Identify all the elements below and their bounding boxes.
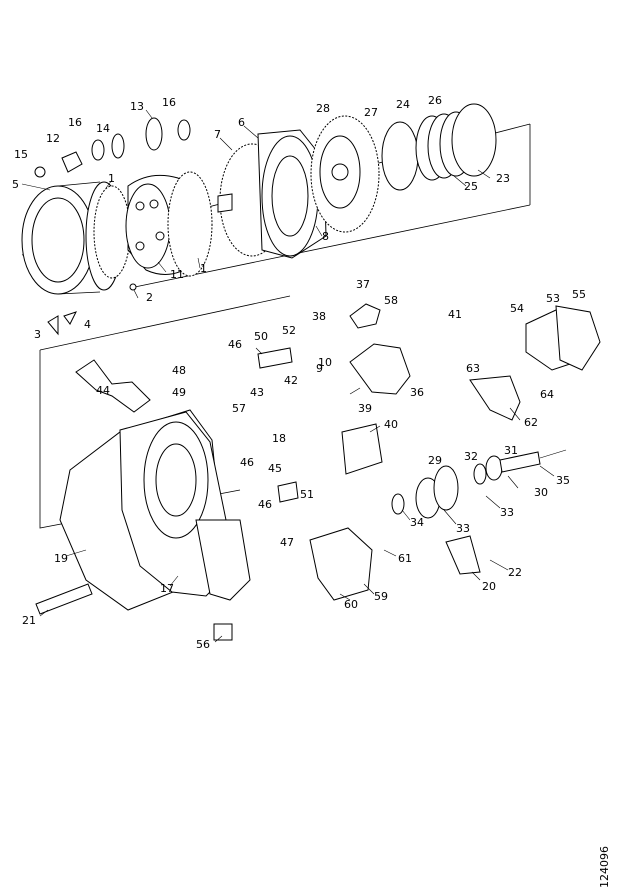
callout-49: 49	[172, 386, 186, 399]
shift-mechanism-part	[257, 303, 411, 503]
callout-33: 33	[456, 522, 470, 535]
callout-23: 23	[496, 172, 510, 185]
callout-50: 50	[254, 330, 268, 343]
callout-3: 3	[34, 328, 41, 341]
callout-28: 28	[316, 102, 330, 115]
callout-55: 55	[572, 288, 586, 301]
callout-24: 24	[396, 98, 410, 111]
callout-19: 19	[54, 552, 68, 565]
callout-16: 16	[162, 96, 176, 109]
callout-59: 59	[374, 590, 388, 603]
output-gear-housing-part	[217, 129, 327, 259]
callout-54: 54	[510, 302, 524, 315]
callout-52: 52	[282, 324, 296, 337]
callout-27: 27	[364, 106, 378, 119]
callout-6: 6	[238, 116, 245, 129]
callout-35: 35	[556, 474, 570, 487]
callout-9: 9	[316, 362, 323, 375]
pipe-plug-part	[35, 583, 233, 641]
callout-38: 38	[312, 310, 326, 323]
callout-16: 16	[68, 116, 82, 129]
leader-lines	[21, 109, 555, 643]
callout-44: 44	[96, 384, 110, 397]
callout-39: 39	[358, 402, 372, 415]
callout-1: 1	[200, 262, 207, 275]
callout-29: 29	[428, 454, 442, 467]
callout-20: 20	[482, 580, 496, 593]
gear-shaft-set-part	[391, 449, 567, 519]
callout-11: 11	[170, 268, 184, 281]
callout-57: 57	[232, 402, 246, 415]
callout-48: 48	[172, 364, 186, 377]
callout-14: 14	[96, 122, 110, 135]
document-number: 124096	[598, 846, 611, 888]
callout-4: 4	[84, 318, 91, 331]
callout-labels: 1 1 2 3 4 5 6 7 8 9 10 11 12 13 14 15 16…	[12, 94, 586, 651]
callout-46: 46	[240, 456, 254, 469]
callout-21: 21	[22, 614, 36, 627]
callout-34: 34	[410, 516, 424, 529]
small-upper-parts	[34, 117, 191, 336]
callout-31: 31	[504, 444, 518, 457]
callout-46: 46	[258, 498, 272, 511]
callout-10: 10	[318, 356, 332, 369]
callout-56: 56	[196, 638, 210, 651]
callout-63: 63	[466, 362, 480, 375]
callout-30: 30	[534, 486, 548, 499]
cover-assembly-part	[469, 305, 601, 421]
callout-26: 26	[428, 94, 442, 107]
housing-gasket-part	[59, 359, 251, 611]
callout-41: 41	[448, 308, 462, 321]
callout-2: 2	[146, 291, 153, 304]
callout-1: 1	[108, 172, 115, 185]
callout-47: 47	[280, 536, 294, 549]
callout-15: 15	[14, 148, 28, 161]
callout-45: 45	[268, 462, 282, 475]
callout-7: 7	[214, 128, 221, 141]
planet-carrier-part	[125, 171, 213, 277]
callout-22: 22	[508, 566, 522, 579]
large-gear-part	[310, 115, 380, 233]
callout-36: 36	[410, 386, 424, 399]
callout-37: 37	[356, 278, 370, 291]
callout-8: 8	[322, 230, 329, 243]
callout-53: 53	[546, 292, 560, 305]
bracket-parts	[309, 527, 481, 601]
callout-46: 46	[228, 338, 242, 351]
gear-ring-part	[93, 185, 131, 279]
callout-51: 51	[300, 488, 314, 501]
callout-17: 17	[160, 582, 174, 595]
callout-58: 58	[384, 294, 398, 307]
callout-60: 60	[344, 598, 358, 611]
callout-12: 12	[46, 132, 60, 145]
callout-32: 32	[464, 450, 478, 463]
callout-40: 40	[384, 418, 398, 431]
callout-18: 18	[272, 432, 286, 445]
callout-13: 13	[130, 100, 144, 113]
callout-33: 33	[500, 506, 514, 519]
callout-5: 5	[12, 178, 19, 191]
callout-61: 61	[398, 552, 412, 565]
callout-64: 64	[540, 388, 554, 401]
callout-42: 42	[284, 374, 298, 387]
callout-62: 62	[524, 416, 538, 429]
clutch-pack-part	[381, 103, 497, 191]
callout-43: 43	[250, 386, 264, 399]
callout-25: 25	[464, 180, 478, 193]
